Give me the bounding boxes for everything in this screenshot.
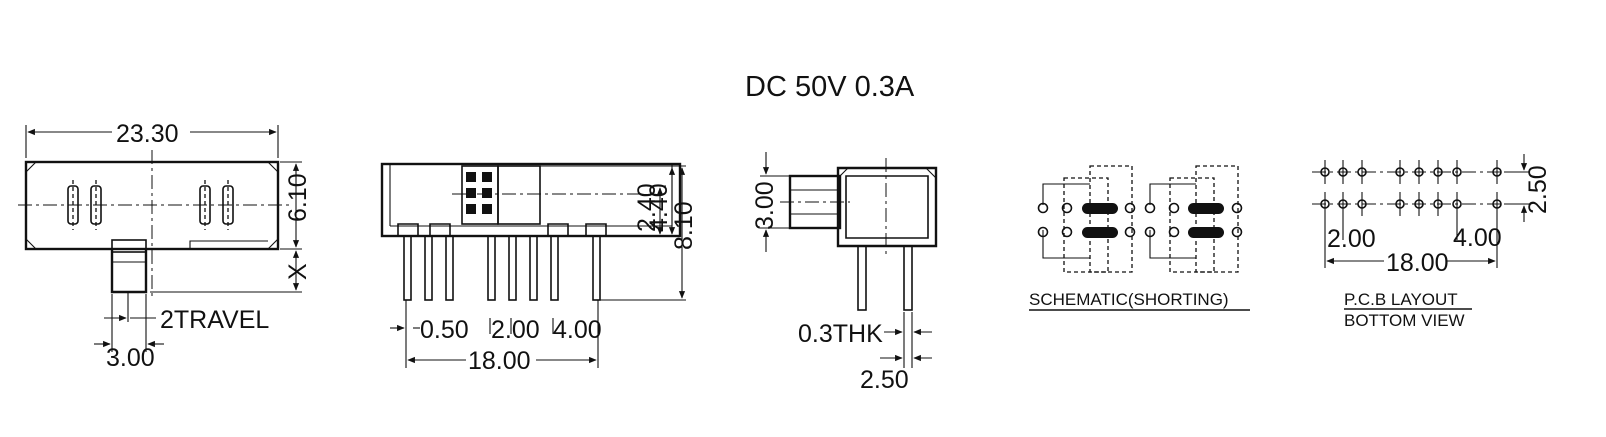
actuator-height-dimension: X <box>284 263 312 280</box>
rating-label: DC 50V 0.3A <box>745 71 915 103</box>
pin-width-dimension: 0.50 <box>420 316 469 344</box>
pcb-pads-bottom-row <box>1320 192 1502 216</box>
actuator-width-dimension: 3.00 <box>106 344 155 372</box>
pcb-caption-line2: BOTTOM VIEW <box>1344 311 1465 330</box>
pcb-row-pitch-dimension: 2.50 <box>1524 165 1552 214</box>
thickness-dimension: 0.3THK <box>798 320 883 348</box>
pcb-group-pitch-dimension: 4.00 <box>1453 224 1502 252</box>
width-dimension: 23.30 <box>116 120 179 148</box>
front-view: 23.30 6.10 X 2TRAVEL 3.00 <box>18 120 312 372</box>
schematic: SCHEMATIC(SHORTING) <box>1029 165 1250 311</box>
pcb-pitch-dimension: 2.00 <box>1327 225 1376 253</box>
height-c-dimension: 8.10 <box>670 201 698 250</box>
pcb-span-dimension: 18.00 <box>1386 249 1449 277</box>
pcb-layout: 2.50 2.00 4.00 18.00 P.C.B LAYOUT BOTTOM… <box>1312 154 1552 330</box>
height-dimension: 6.10 <box>284 173 312 222</box>
schematic-caption: SCHEMATIC(SHORTING) <box>1029 290 1229 309</box>
travel-label: 2TRAVEL <box>160 306 269 334</box>
end-actuator-size-dimension: 3.00 <box>751 181 779 230</box>
pcb-pads-top-row <box>1320 160 1502 184</box>
side-view: 2.40 4.40 8.10 0.50 2.00 4.00 18.00 <box>380 162 698 375</box>
height-b-dimension: 4.40 <box>645 183 673 232</box>
pcb-caption-line1: P.C.B LAYOUT <box>1344 290 1458 309</box>
end-row-pitch-dimension: 2.50 <box>860 366 909 394</box>
pin-span-dimension: 18.00 <box>468 347 531 375</box>
group-pitch-dimension: 4.00 <box>553 316 602 344</box>
pin-pitch-dimension: 2.00 <box>491 316 540 344</box>
height-a-dimension: 2.40 <box>633 183 661 232</box>
end-view: 3.00 0.3THK 2.50 <box>751 152 938 394</box>
